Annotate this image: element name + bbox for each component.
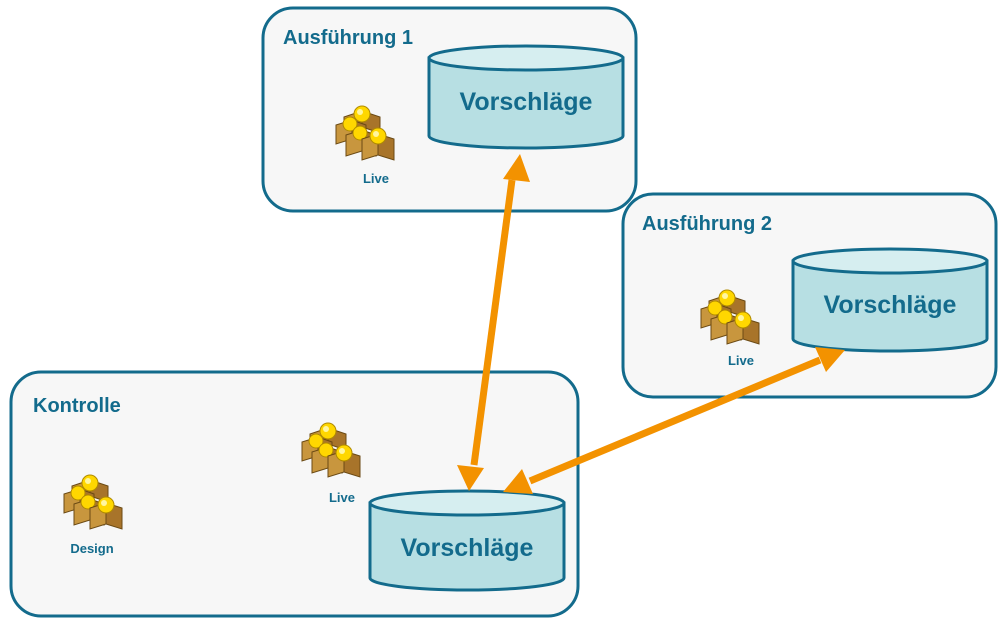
group-kontrolle: Kontrolle Design Live Vorschläge <box>9 370 580 618</box>
arrow-head-right <box>815 347 845 372</box>
package-live[interactable]: Live <box>335 105 395 186</box>
database-cylinder[interactable]: Vorschläge <box>368 489 566 592</box>
cylinder-body <box>368 501 566 592</box>
database-cylinder[interactable]: Vorschläge <box>427 44 625 150</box>
database-label: Vorschläge <box>460 88 593 116</box>
cylinder-top <box>427 44 625 72</box>
package-label: Live <box>363 171 389 186</box>
connection-kontrolle-ausfuehrung-2 <box>503 347 845 494</box>
package-label: Live <box>728 353 754 368</box>
group-title: Ausführung 1 <box>283 27 413 49</box>
arrow-head-up <box>503 154 530 182</box>
database-label: Vorschläge <box>401 534 534 562</box>
database-label: Vorschläge <box>824 291 957 319</box>
arrow-shaft <box>528 356 822 485</box>
cylinder-body <box>791 259 989 353</box>
arrow-head-left <box>503 469 533 494</box>
group-ausfuehrung-2: Ausführung 2 Live Vorschläge <box>621 192 998 399</box>
cylinder-top <box>368 489 566 517</box>
arrow-shaft <box>470 179 516 466</box>
cylinder-top <box>791 247 989 275</box>
group-ausfuehrung-1: Ausführung 1 Live Vorschläge <box>261 6 638 213</box>
group-title: Kontrolle <box>33 395 121 417</box>
package-design[interactable]: Design <box>63 474 123 556</box>
database-cylinder[interactable]: Vorschläge <box>791 247 989 353</box>
arrow-head-down <box>457 465 484 491</box>
package-live[interactable]: Live <box>301 422 361 505</box>
group-title: Ausführung 2 <box>642 213 772 235</box>
cylinder-body <box>427 56 625 150</box>
package-label: Live <box>329 490 355 505</box>
package-label: Design <box>70 541 113 556</box>
connection-kontrolle-ausfuehrung-1 <box>457 154 530 491</box>
package-live[interactable]: Live <box>700 289 760 368</box>
